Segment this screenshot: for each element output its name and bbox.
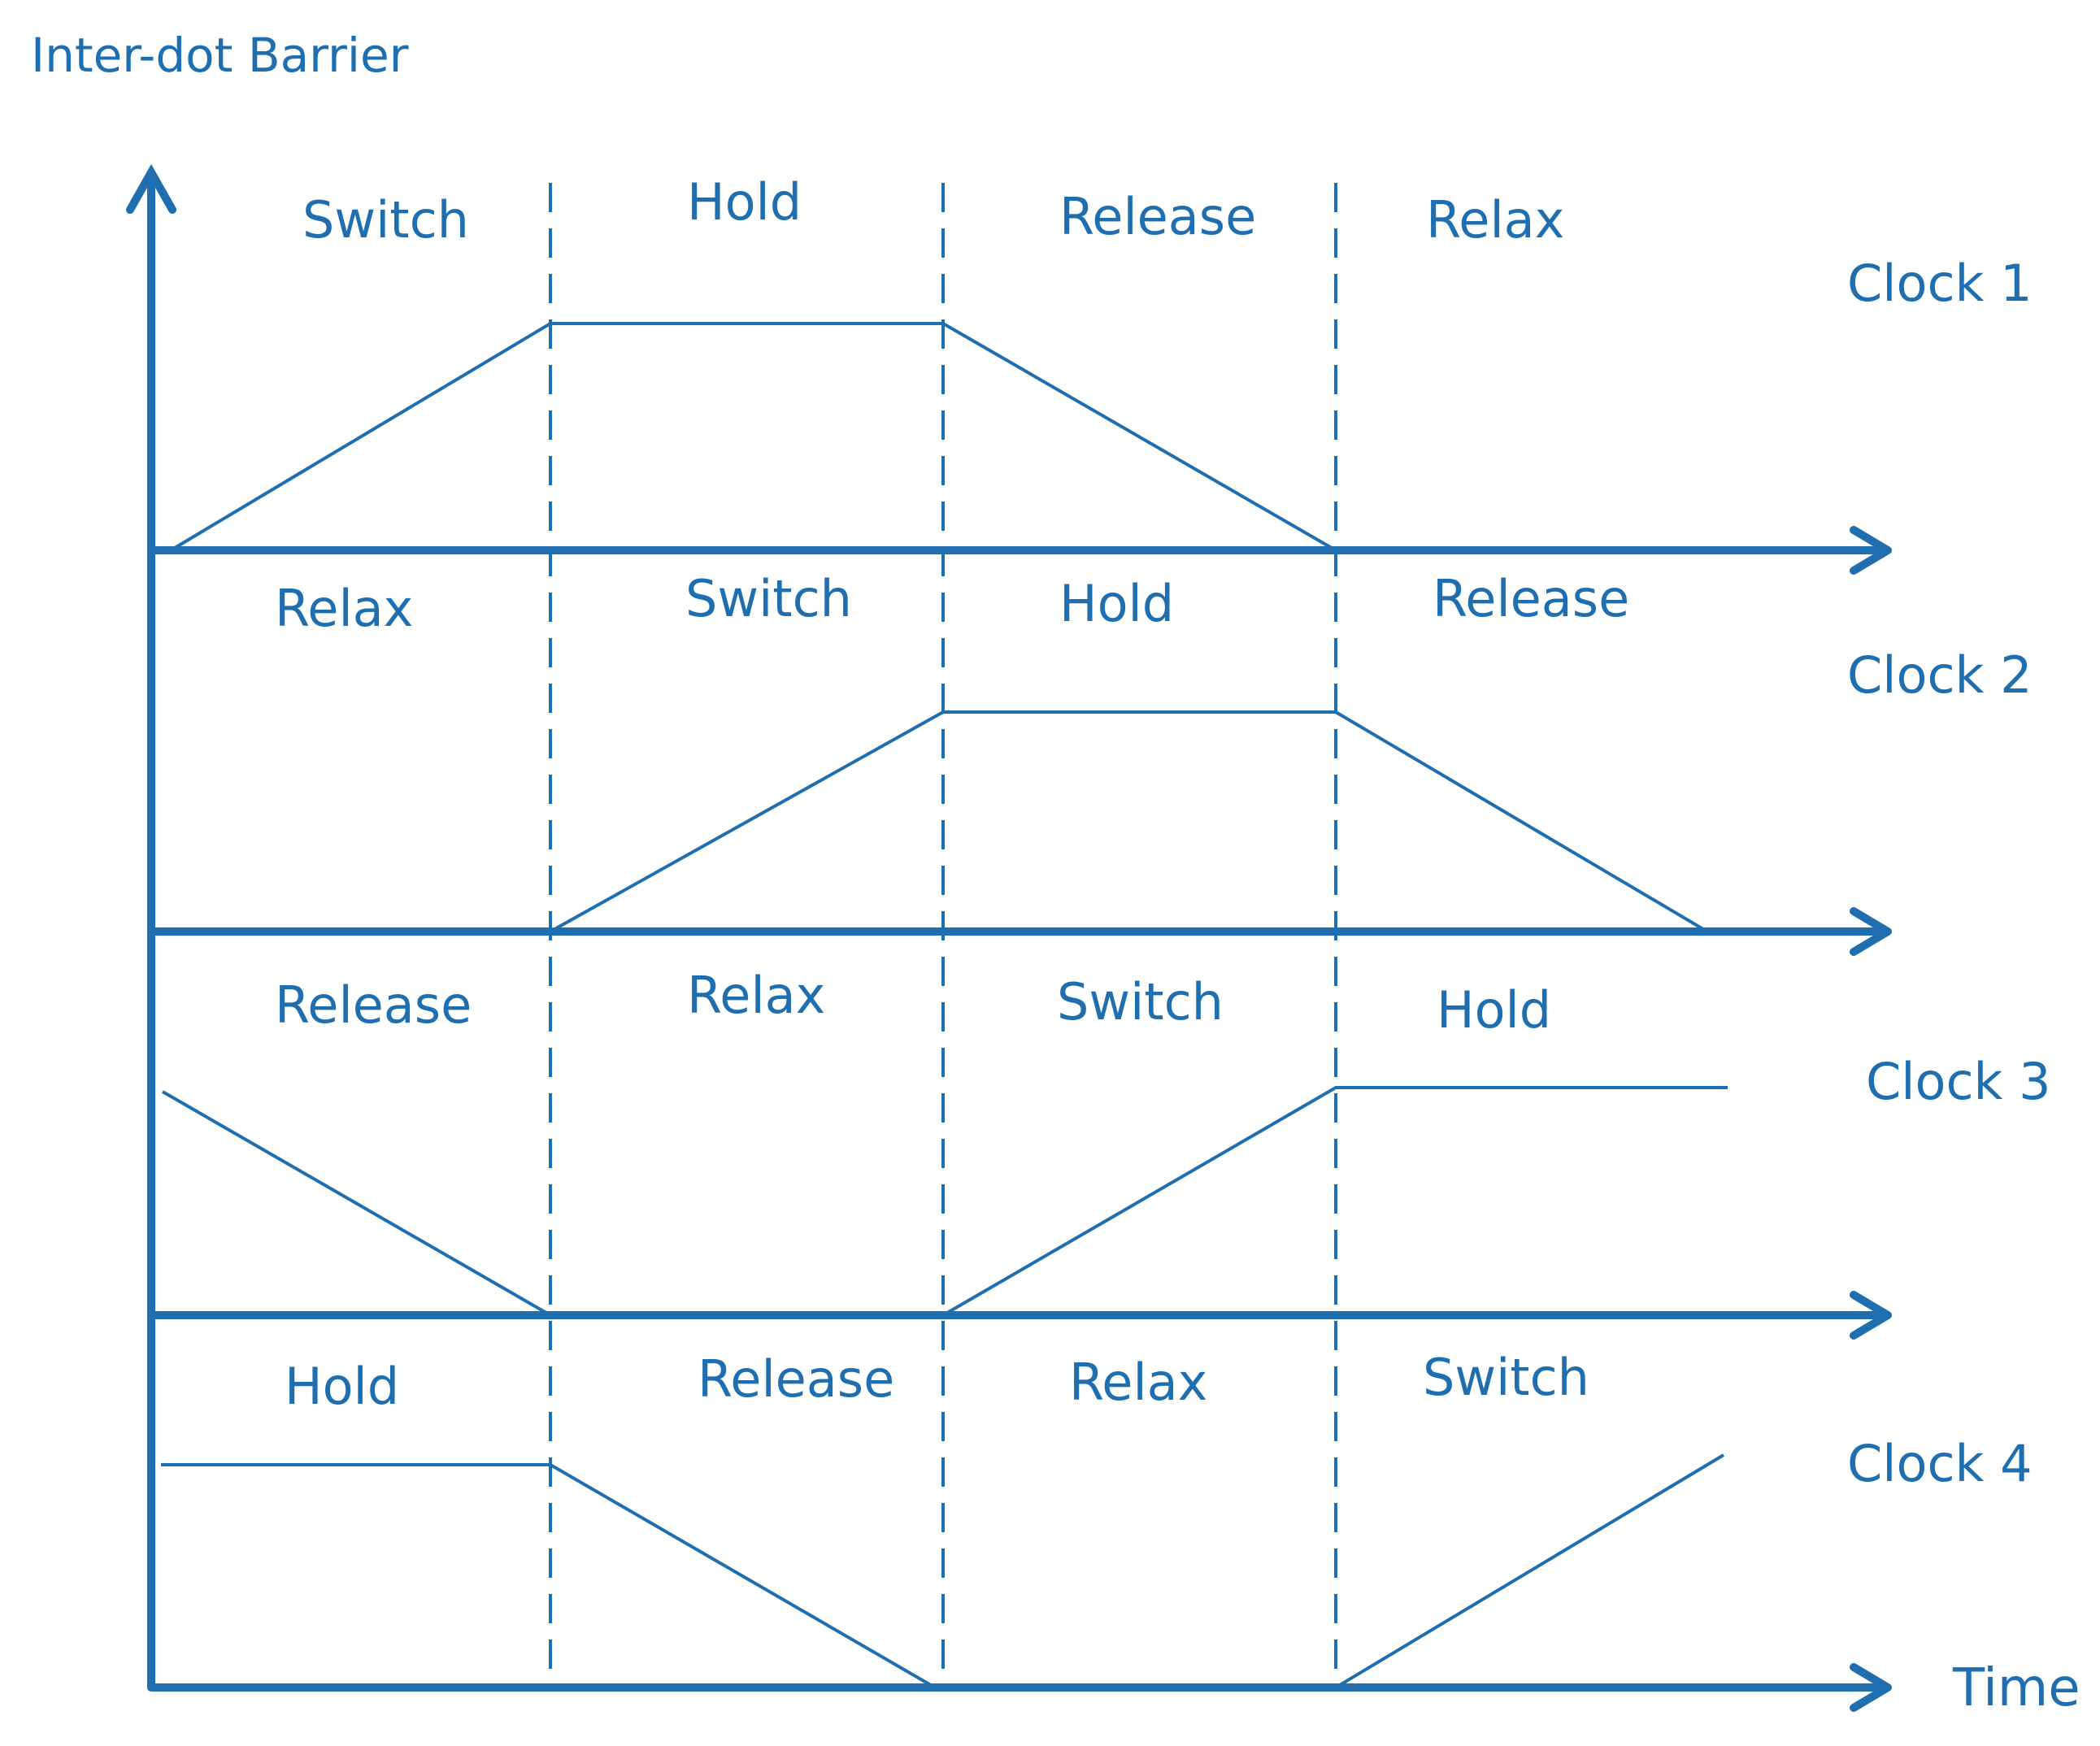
clock-1-phase-switch: Switch	[302, 190, 469, 250]
clock-3-waveform	[162, 1086, 1728, 1317]
clock-2-phase-release: Release	[1433, 569, 1629, 628]
clock-1-waveform	[169, 322, 1337, 552]
waveforms	[161, 322, 1728, 1689]
clock-1-phase-release: Release	[1059, 187, 1256, 246]
clock-1-phase-hold: Hold	[687, 172, 802, 232]
clock-3-phase-release: Release	[275, 975, 472, 1035]
clock-1-label: Clock 1	[1847, 254, 2033, 313]
clock-3-label: Clock 3	[1866, 1052, 2051, 1111]
baseline-clock-3	[147, 1291, 1892, 1340]
clock-2-phase-switch: Switch	[685, 569, 852, 628]
clock-4-waveform	[161, 1453, 1725, 1689]
y-axis-title: Inter-dot Barrier	[31, 28, 409, 83]
clock-2-label: Clock 2	[1847, 645, 2033, 705]
clock-4-phase-release: Release	[698, 1349, 894, 1409]
clock-4-phase-relax: Relax	[1069, 1353, 1207, 1412]
clock-2-phase-hold: Hold	[1059, 574, 1174, 633]
baseline-clock-2	[147, 907, 1892, 956]
clock-2-phase-relax: Relax	[275, 579, 413, 638]
x-axis-title: Time	[1952, 1658, 2080, 1718]
clock-1-phase-relax: Relax	[1426, 190, 1564, 250]
baseline-clock-1	[147, 526, 1892, 575]
clock-3-phase-hold: Hold	[1437, 980, 1551, 1040]
clock-4-phase-hold: Hold	[285, 1357, 399, 1416]
clock-4-label: Clock 4	[1847, 1434, 2033, 1493]
clock-4-phase-switch: Switch	[1423, 1348, 1589, 1407]
clock-3-phase-switch: Switch	[1057, 972, 1224, 1032]
clock-3-phase-relax: Relax	[687, 966, 825, 1025]
baselines	[147, 526, 1892, 1712]
clock-2-waveform	[550, 710, 1709, 933]
